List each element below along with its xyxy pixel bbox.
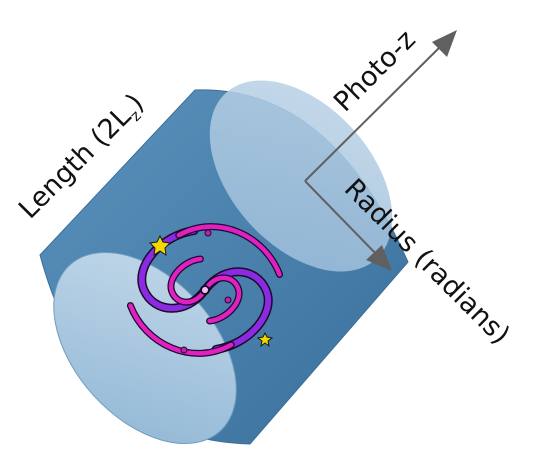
star-icon	[256, 331, 274, 348]
galaxy-dot	[224, 296, 232, 304]
star-icon	[148, 234, 172, 257]
axis-arrows	[304, 30, 457, 271]
galaxy-icon	[126, 223, 284, 357]
radius-arrowhead	[366, 245, 392, 271]
photo-z-arrow	[304, 41, 446, 182]
galaxy-dot	[180, 346, 188, 354]
radius-arrow	[304, 180, 381, 259]
galaxy-dot	[204, 229, 212, 237]
photo-z-label: Photo-z	[328, 24, 422, 118]
photo-z-arrowhead	[432, 30, 457, 57]
